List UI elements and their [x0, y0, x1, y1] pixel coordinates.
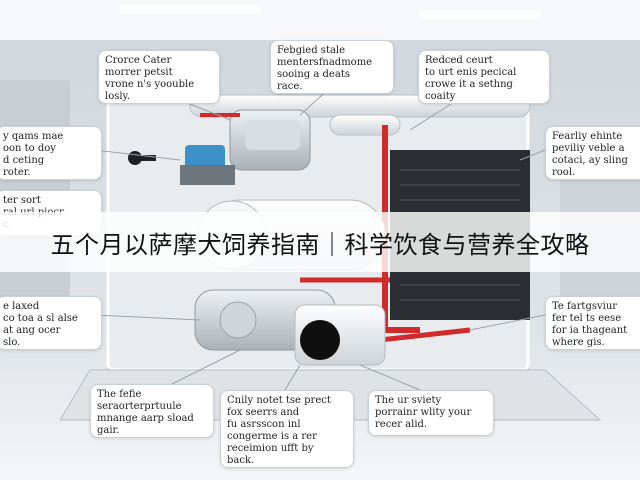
banner-title: 五个月以萨摩犬饲养指南｜科学饮食与营养全攻略	[50, 230, 590, 259]
callout-top-left: Crorce Cater morrer petsit vrone n's yoo…	[98, 50, 220, 104]
callout-right-upper: Fearliy ehinte peviliy veble a cotaci, a…	[545, 126, 640, 180]
callout-bottom-right: The ur sviety porrainr wlity your recer …	[368, 390, 494, 436]
callout-bottom-left: The fefie seraorterprtuule mnange aarp s…	[90, 384, 214, 438]
callout-top-center: Febgied stale mentersfnadmome sooing a d…	[270, 40, 394, 94]
title-banner: 五个月以萨摩犬饲养指南｜科学饮食与营养全攻略	[0, 212, 640, 272]
callout-right-lower: Te fartgsviur fer tel ts eese for ia tha…	[545, 296, 640, 350]
callout-left-upper: y qams mae oon to doy d ceting roter.	[0, 126, 102, 180]
callout-top-right: Redced ceurt to urt enis pecical crowe i…	[418, 50, 550, 104]
callout-bottom-center: Cnily notet tse prect fox seerrs and fu …	[220, 390, 354, 468]
callout-left-lower: e laxed co toa a sl alse at ang ocer slo…	[0, 296, 102, 350]
